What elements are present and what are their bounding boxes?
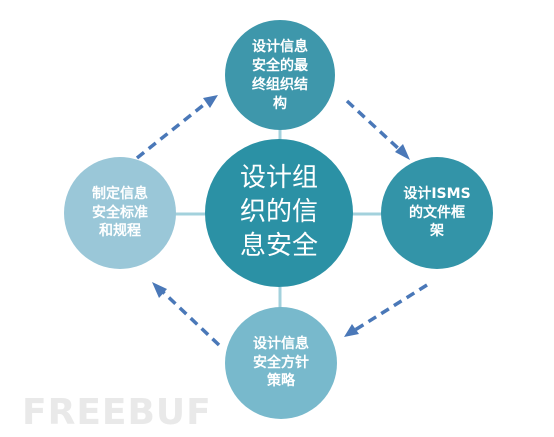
node-circle-right bbox=[381, 157, 493, 269]
node-circle-top bbox=[225, 20, 335, 130]
node-circle-left bbox=[64, 157, 176, 269]
node-label-right: 设计ISMS 的文件框 架 bbox=[403, 185, 471, 240]
node-label-top: 设计信息 安全的最 终组织结 构 bbox=[252, 39, 308, 112]
node-label-bottom: 设计信息 安全方针 策略 bbox=[253, 335, 309, 390]
arrow-top-to-right bbox=[345, 99, 410, 160]
arrow-bottom-to-left bbox=[152, 282, 221, 347]
node-label-left: 制定信息 安全标准 和规程 bbox=[92, 185, 148, 240]
node-circle-bottom bbox=[225, 307, 337, 419]
arrow-left-to-top bbox=[135, 95, 218, 160]
center-circle bbox=[205, 139, 353, 287]
arrow-right-to-bottom bbox=[344, 283, 428, 337]
center-label: 设计组 织的信 息安全 bbox=[239, 163, 318, 261]
freebuf-watermark: FREEBUF bbox=[22, 392, 212, 433]
